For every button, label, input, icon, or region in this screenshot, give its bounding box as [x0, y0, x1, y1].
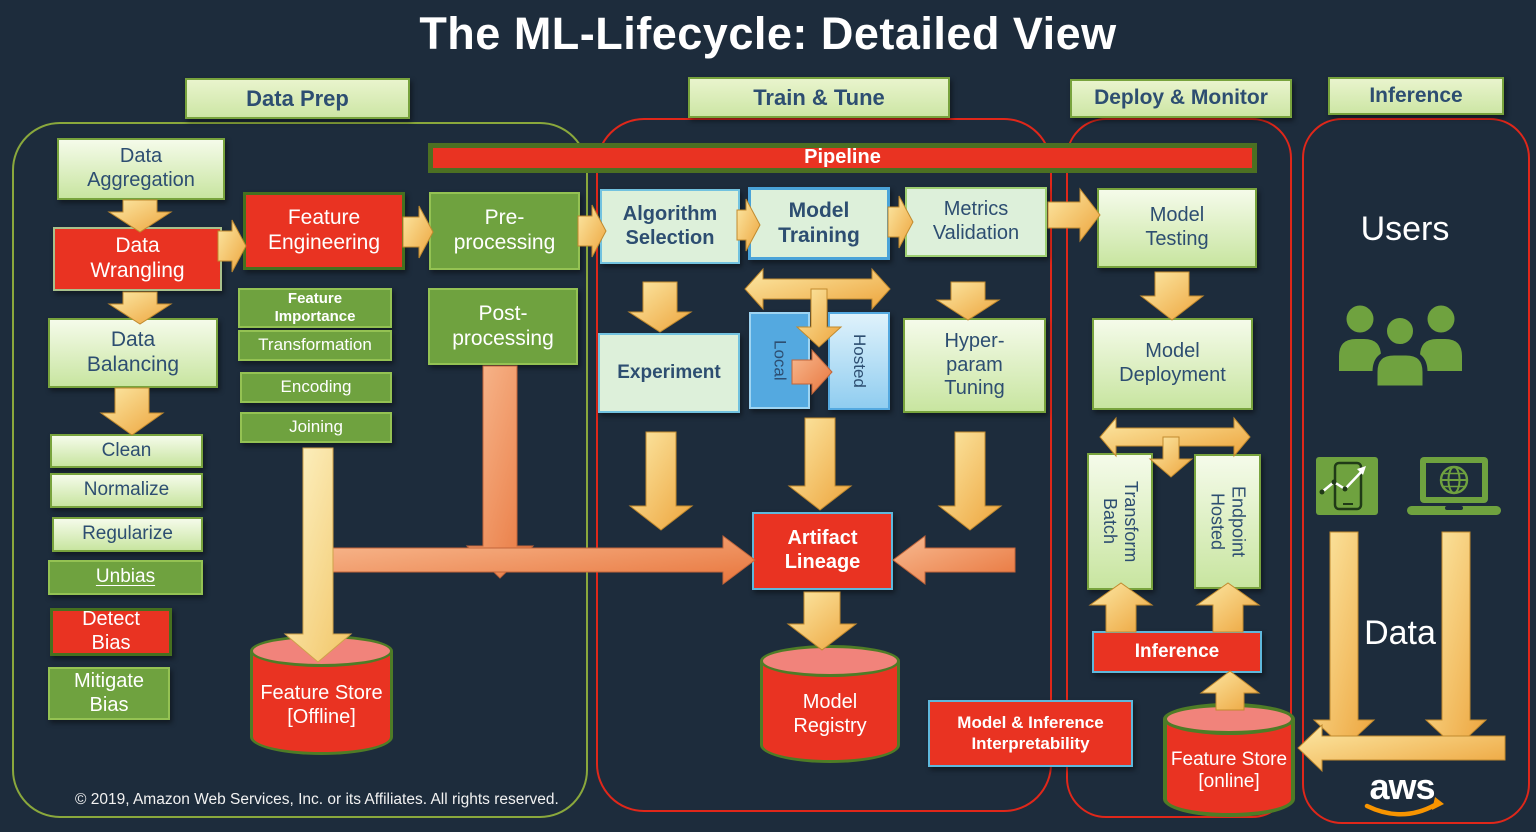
users-label: Users	[1360, 209, 1450, 248]
node-local: Local	[749, 312, 810, 409]
copyright-text: © 2019, Amazon Web Services, Inc. or its…	[75, 791, 559, 808]
node-clean: Clean	[50, 434, 203, 468]
cylinder-feature-store-offline: Feature Store [Offline]	[250, 635, 393, 755]
node-normalize: Normalize	[50, 473, 203, 508]
data-prep-container	[12, 122, 588, 818]
node-joining: Joining	[240, 412, 392, 443]
data-label: Data	[1364, 613, 1436, 652]
laptop-globe-icon	[1407, 457, 1501, 515]
node-post-processing: Post-processing	[428, 288, 578, 365]
node-data-wrangling: Data Wrangling	[53, 227, 222, 291]
feature-store-online-label: Feature Store [online]	[1170, 748, 1288, 792]
pipeline-bar: Pipeline	[428, 143, 1257, 173]
node-transformation: Transformation	[238, 330, 392, 361]
model-registry-label: Model Registry	[793, 691, 867, 737]
node-experiment: Experiment	[598, 333, 740, 413]
node-pre-processing: Pre-processing	[429, 192, 580, 270]
node-model-testing: Model Testing	[1097, 188, 1257, 268]
node-artifact-lineage: Artifact Lineage	[752, 512, 893, 590]
node-mitigate-bias: Mitigate Bias	[48, 667, 170, 720]
cylinder-feature-store-online: Feature Store [online]	[1163, 703, 1295, 817]
node-regularize: Regularize	[52, 517, 203, 552]
page-title: The ML-Lifecycle: Detailed View	[419, 8, 1117, 59]
unbias-label: Unbias	[95, 566, 156, 588]
node-algorithm-selection: Algorithm Selection	[600, 189, 740, 264]
mobile-chart-icon	[1316, 457, 1378, 515]
deploy-monitor-container	[1066, 118, 1292, 818]
header-inference: Inference	[1328, 77, 1504, 115]
users-group-icon	[1339, 305, 1462, 391]
train-tune-container	[596, 118, 1052, 812]
node-inference: Inference	[1092, 631, 1262, 673]
inference-container	[1302, 118, 1530, 824]
node-detect-bias: Detect Bias	[50, 608, 172, 656]
node-model-inference-interpretability: Model & Inference Interpretability	[928, 700, 1133, 767]
node-hyperparam-tuning: Hyper-param Tuning	[903, 318, 1046, 413]
aws-logo: aws	[1364, 766, 1444, 817]
header-train-tune: Train & Tune	[688, 77, 950, 118]
node-batch-transform: Batch Transform	[1087, 453, 1153, 590]
node-feature-engineering: Feature Engineering	[243, 192, 405, 270]
node-data-balancing: Data Balancing	[48, 318, 218, 388]
node-unbias: Unbias	[48, 560, 203, 595]
cylinder-model-registry: Model Registry	[760, 645, 900, 763]
node-model-training: Model Training	[748, 187, 890, 260]
node-data-aggregation: Data Aggregation	[57, 138, 225, 200]
node-metrics-validation: Metrics Validation	[905, 187, 1047, 257]
cylinder-body	[250, 651, 393, 755]
node-encoding: Encoding	[240, 372, 392, 403]
header-data-prep: Data Prep	[185, 78, 410, 119]
node-hosted: Hosted	[828, 312, 890, 410]
feature-store-offline-label: Feature Store [Offline]	[260, 682, 383, 728]
aws-logo-text: aws	[1369, 766, 1434, 807]
cylinder-body	[760, 661, 900, 763]
cylinder-body	[1163, 719, 1295, 817]
header-deploy-monitor: Deploy & Monitor	[1070, 79, 1292, 118]
node-model-deployment: Model Deployment	[1092, 318, 1253, 410]
node-feature-importance: Feature Importance	[238, 288, 392, 328]
node-hosted-endpoint: Hosted Endpoint	[1194, 454, 1261, 589]
